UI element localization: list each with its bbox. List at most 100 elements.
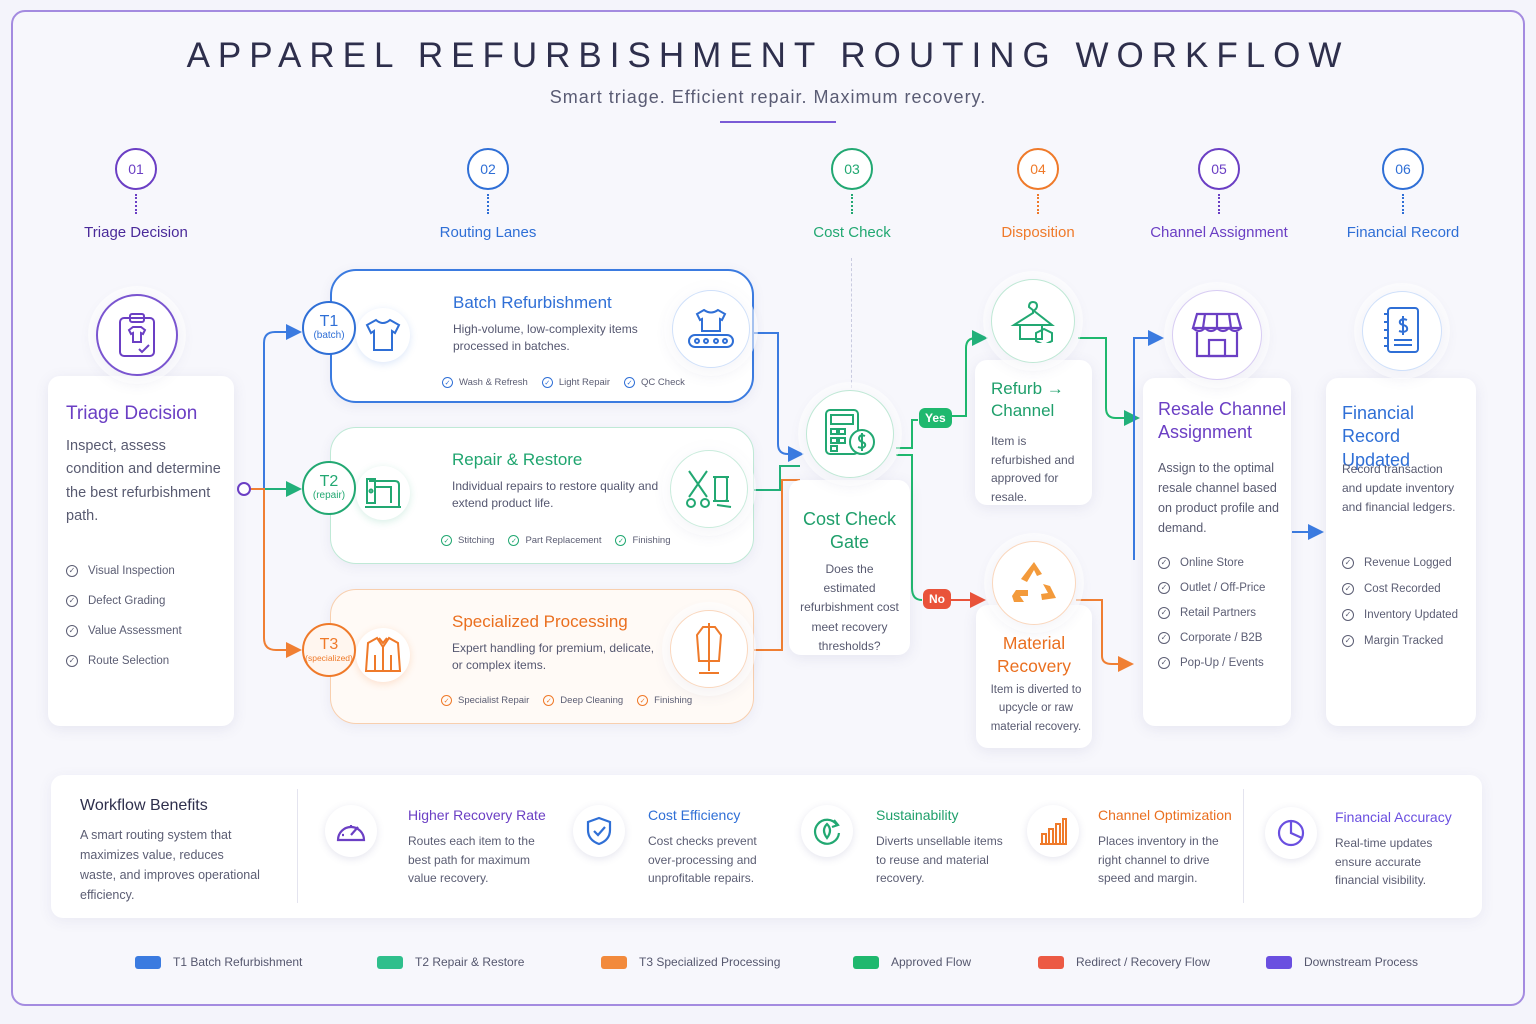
triage-text: Inspect, assess condition and determine … [66, 438, 221, 525]
triage-checklist: Visual Inspection Defect Grading Value A… [66, 556, 182, 676]
benefit-text: Cost checks prevent over-processing and … [648, 834, 757, 886]
leaf-cycle-icon [801, 805, 853, 857]
guide-line [851, 258, 852, 388]
tier-sub: (batch) [313, 330, 345, 342]
step-label: Cost Check [813, 224, 891, 241]
lane-description: High-volume, low-complexity items proces… [453, 322, 638, 354]
benefit-text: Real-time updates ensure accurate financ… [1335, 836, 1433, 888]
resale-title: Resale Channel Assignment [1158, 399, 1287, 443]
check-item: Outlet / Off-Price [1180, 581, 1266, 594]
tag-label: QC Check [641, 377, 685, 388]
step-number: 02 [467, 148, 509, 190]
lane-description: Individual repairs to restore quality an… [452, 479, 659, 511]
sewing-machine-icon [356, 466, 410, 520]
benefit-channel-optimization: Channel Optimization Places inventory in… [1025, 775, 1245, 918]
check-item: Revenue Logged [1364, 557, 1452, 569]
shield-check-icon [573, 805, 625, 857]
step-label: Routing Lanes [439, 224, 537, 241]
check-icon [1158, 581, 1170, 594]
check-icon [1158, 656, 1170, 669]
legend-label: Redirect / Recovery Flow [1076, 955, 1211, 969]
check-item: Retail Partners [1180, 606, 1257, 619]
legend-item: T3 Specialized Processing [601, 955, 780, 969]
lane-description: Expert handling for premium, delicate, o… [452, 641, 655, 673]
branch-node [237, 482, 251, 496]
legend-swatch [853, 955, 879, 969]
legend-swatch [601, 955, 627, 969]
check-icon [624, 377, 636, 388]
tag-label: Finishing [654, 695, 693, 706]
step-02: 02 Routing Lanes [388, 148, 588, 241]
check-icon [66, 595, 78, 607]
check-icon [637, 695, 649, 706]
benefit-text: Diverts unsellable items to reuse and ma… [876, 834, 1003, 886]
legend-item: Redirect / Recovery Flow [1038, 955, 1210, 969]
step-label: Channel Assignment [1150, 224, 1288, 241]
legend-item: Approved Flow [853, 955, 971, 969]
lane-tags: Stitching Part Replacement Finishing [441, 535, 671, 546]
check-icon [1342, 557, 1354, 569]
check-icon [1158, 556, 1170, 569]
refurb-text: Item is refurbished and approved for res… [991, 434, 1075, 504]
workflow-benefits-panel: Workflow Benefits A smart routing system… [51, 775, 1482, 918]
check-icon [442, 377, 453, 388]
step-05: 05 Channel Assignment [1119, 148, 1319, 241]
page-title: APPAREL REFURBISHMENT ROUTING WORKFLOW [186, 36, 1350, 75]
legend-item: T2 Repair & Restore [377, 955, 524, 969]
legend-swatch [1038, 955, 1064, 969]
benefit-title: Sustainability [876, 807, 959, 823]
legend-label: T3 Specialized Processing [639, 955, 781, 969]
legend-label: T2 Repair & Restore [415, 955, 525, 969]
calculator-dollar-icon [806, 390, 894, 478]
lane-tags: Specialist Repair Deep Cleaning Finishin… [441, 695, 692, 706]
financial-record-card: Financial Record Updated Record transact… [1326, 378, 1476, 726]
check-item: Value Assessment [88, 625, 182, 637]
hanger-icon [991, 279, 1075, 363]
tier-sub: (repair) [312, 490, 346, 502]
material-text: Item is diverted to upcycle or raw mater… [990, 684, 1082, 733]
step-03: 03 Cost Check [752, 148, 952, 241]
benefit-sustainability: Sustainability Diverts unsellable items … [799, 775, 1019, 918]
bar-chart-icon [1027, 805, 1079, 857]
check-icon [543, 695, 555, 706]
step-label: Disposition [1001, 224, 1075, 241]
legend-swatch [135, 955, 161, 969]
page-subtitle: Smart triage. Efficient repair. Maximum … [549, 87, 987, 107]
check-item: Inventory Updated [1364, 609, 1458, 621]
check-icon [508, 535, 520, 546]
financial-checklist: Revenue Logged Cost Recorded Inventory U… [1342, 550, 1458, 654]
benefit-higher-recovery: Higher Recovery Rate Routes each item to… [323, 775, 553, 918]
legend-item: T1 Batch Refurbishment [135, 955, 302, 969]
step-label: Triage Decision [84, 224, 188, 241]
tier-label: T1 [319, 313, 339, 331]
check-item: Visual Inspection [88, 565, 175, 577]
legend-item: Downstream Process [1266, 955, 1418, 969]
lane-title: Specialized Processing [452, 612, 628, 631]
benefit-cost-efficiency: Cost Efficiency Cost checks prevent over… [573, 775, 793, 918]
step-number: 03 [831, 148, 873, 190]
no-branch-label: No [923, 589, 951, 609]
step-06: 06 Financial Record [1303, 148, 1503, 241]
check-item: Margin Tracked [1364, 635, 1444, 647]
tier-label: T3 [319, 636, 339, 654]
lane-title: Repair & Restore [452, 450, 583, 469]
check-icon [1342, 635, 1354, 647]
resale-channel-card: Resale Channel Assignment Assign to the … [1143, 378, 1291, 726]
mannequin-icon [670, 610, 748, 688]
step-01: 01 Triage Decision [36, 148, 236, 241]
legend-label: Approved Flow [891, 955, 972, 969]
pie-chart-icon [1265, 807, 1317, 859]
tier-badge-t1: T1(batch) [302, 301, 356, 355]
clipboard-shirt-icon [96, 294, 178, 376]
title-underline [720, 121, 836, 123]
tshirt-icon [356, 308, 410, 362]
check-icon [1158, 606, 1170, 619]
benefit-title: Financial Accuracy [1335, 809, 1452, 825]
tag-label: Light Repair [558, 377, 611, 388]
check-icon [66, 625, 78, 637]
tier-label: T2 [319, 473, 339, 491]
tier-badge-t2: T2(repair) [302, 461, 356, 515]
check-item: Pop-Up / Events [1180, 656, 1264, 669]
tag-label: Specialist Repair [458, 695, 530, 706]
legend-label: T1 Batch Refurbishment [173, 955, 303, 969]
